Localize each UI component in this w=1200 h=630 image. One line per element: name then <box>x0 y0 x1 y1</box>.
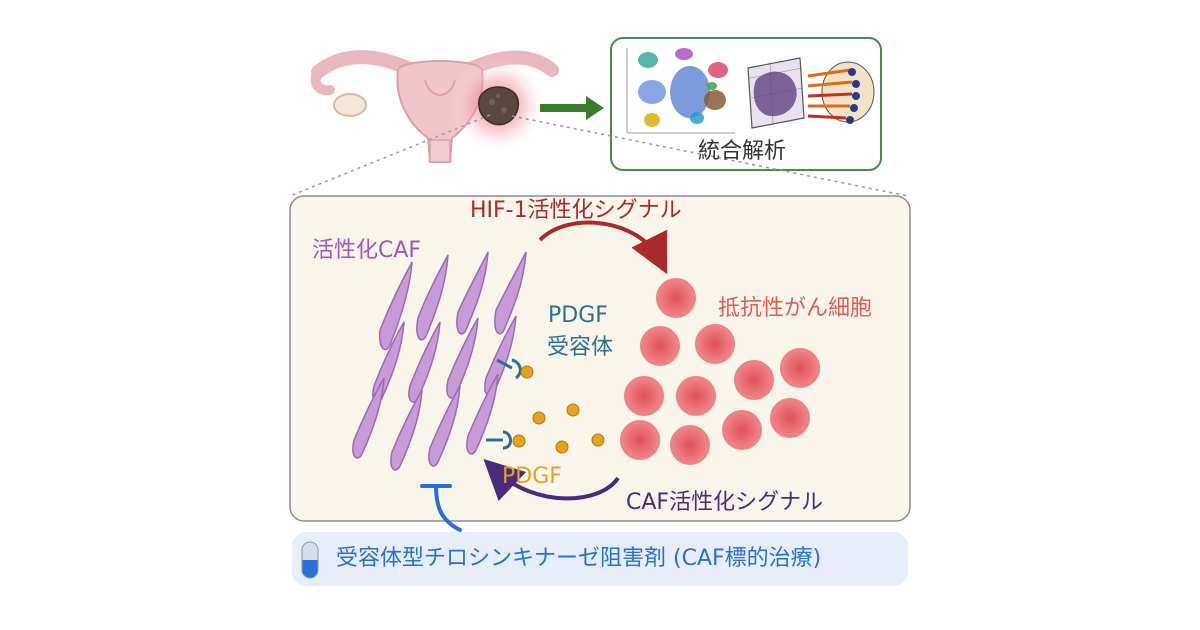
caf-cell <box>416 254 449 341</box>
pdgf-ligands <box>512 365 605 454</box>
therapy-label: 受容体型チロシンキナーゼ阻害剤 (CAF標的治療) <box>336 546 822 571</box>
arrow-to-analysis <box>540 96 604 120</box>
caf-cell <box>494 251 527 335</box>
pdgf-receptor-label-line2: 受容体 <box>547 335 614 360</box>
resistant-cancer-cells <box>620 278 820 465</box>
sequencing-reads-icon <box>807 61 875 124</box>
caf-cell <box>378 261 413 351</box>
pdgf-receptor-label-line1: PDGF <box>548 303 608 328</box>
pdgf-receptor <box>486 430 512 450</box>
cancer-cell <box>734 360 774 400</box>
pdgf-ligand <box>566 403 580 417</box>
activated-caf-label: 活性化CAF <box>312 238 422 263</box>
caf-cells <box>352 251 527 471</box>
cancer-cell <box>670 425 710 465</box>
pdgf-ligand <box>512 434 526 448</box>
caf-signal-arrow <box>483 458 620 502</box>
tissue-slide-icon <box>747 57 805 129</box>
caf-signal-label: CAF活性化シグナル <box>626 490 824 515</box>
pdgf-label: PDGF <box>502 464 562 489</box>
pill-capsule-icon <box>301 541 319 579</box>
cancer-cell <box>770 398 810 438</box>
zoom-line-right <box>511 115 909 197</box>
caf-cell <box>408 321 441 403</box>
caf-cell <box>428 385 461 467</box>
hif-signal-label: HIF-1活性化シグナル <box>470 198 682 223</box>
therapy-banner <box>292 532 908 586</box>
analysis-box <box>610 37 882 171</box>
caf-cell <box>390 389 423 471</box>
caf-cell <box>466 373 499 455</box>
pdgf-ligand <box>520 365 534 379</box>
single-cell-cluster-icon <box>626 48 735 134</box>
cancer-cell <box>722 410 762 450</box>
tumor-icon <box>450 57 546 153</box>
pdgf-ligand <box>591 433 605 447</box>
pdgf-receptor <box>496 358 522 380</box>
inhibitor-blocker <box>420 484 462 532</box>
caf-cell <box>352 377 385 459</box>
caf-cell <box>446 317 479 399</box>
hif-signal-arrow <box>538 220 668 275</box>
resistant-cells-label: 抵抗性がん細胞 <box>718 296 873 321</box>
cancer-cell <box>624 376 664 416</box>
cancer-cell <box>695 324 735 364</box>
zoom-line-left <box>289 114 491 197</box>
pdgf-ligand <box>555 440 569 454</box>
cancer-cell <box>780 348 820 388</box>
cancer-cell <box>656 278 696 318</box>
pdgf-ligand <box>532 411 546 425</box>
cancer-cell <box>676 376 716 416</box>
cancer-cell <box>620 420 660 460</box>
analysis-label: 統合解析 <box>698 139 787 164</box>
caf-cell <box>456 251 489 335</box>
cancer-cell <box>640 326 680 366</box>
